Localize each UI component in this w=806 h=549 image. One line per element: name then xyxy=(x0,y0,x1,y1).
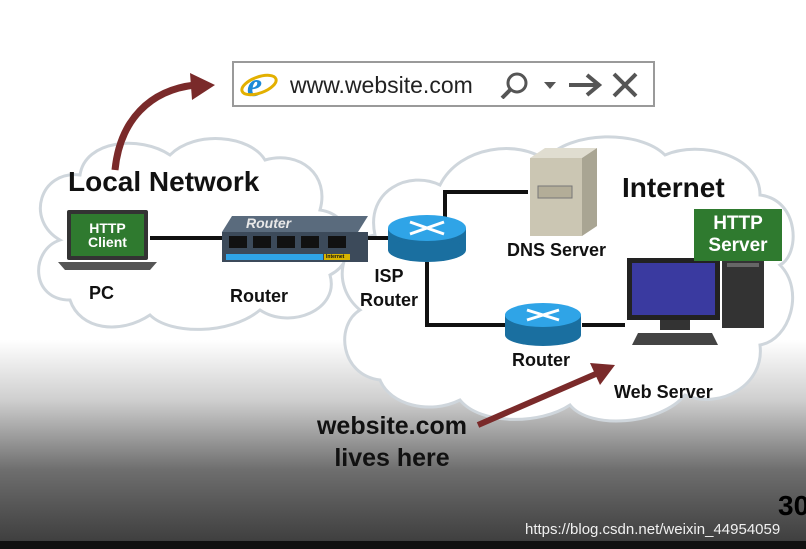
internet-router-icon xyxy=(505,303,581,346)
dns-server-icon xyxy=(530,148,597,236)
web-server-http-tag: HTTP Server xyxy=(694,209,782,261)
svg-text:e: e xyxy=(247,68,262,102)
router-device-text: Router xyxy=(246,215,292,231)
arrow-head-address-bar xyxy=(190,73,215,100)
page-number: 30 xyxy=(778,490,806,521)
link-isp-dns xyxy=(443,190,528,225)
arrow-to-address-bar xyxy=(111,81,196,171)
go-arrow-icon[interactable] xyxy=(569,73,603,97)
link-isp-router xyxy=(425,262,505,327)
local-network-title: Local Network xyxy=(68,166,260,197)
url-text: www.website.com xyxy=(290,72,473,98)
caption-line-1: website.com xyxy=(316,412,468,440)
ie-logo-icon: e xyxy=(240,68,278,102)
caption: website.com lives here xyxy=(292,410,492,474)
isp-router-icon xyxy=(388,215,466,262)
web-server-label: Web Server xyxy=(614,382,713,402)
router-internet-port-label: Internet xyxy=(326,254,345,260)
isp-router-label: ISP Router xyxy=(360,266,418,310)
web-server-icon xyxy=(627,258,764,345)
watermark: https://blog.csdn.net/weixin_44954059 xyxy=(525,521,781,538)
internet-router-label: Router xyxy=(512,350,570,370)
pc-http-client-tag: HTTP Client xyxy=(75,219,140,251)
arrow-to-web-server xyxy=(476,370,600,428)
pc-label: PC xyxy=(89,283,115,303)
arrow-head-web-server xyxy=(590,363,615,385)
close-icon[interactable] xyxy=(612,72,638,98)
local-router-switch-icon xyxy=(222,216,368,262)
chevron-down-icon[interactable] xyxy=(544,82,556,89)
internet-cloud xyxy=(340,135,795,423)
search-icon[interactable] xyxy=(500,72,528,99)
bottom-bar xyxy=(0,541,806,549)
browser-address-bar[interactable]: e www.website.com xyxy=(232,61,655,107)
dns-server-label: DNS Server xyxy=(507,240,607,260)
address-bar-controls xyxy=(500,72,638,99)
caption-line-2: lives here xyxy=(334,444,450,472)
local-network-cloud xyxy=(37,137,352,331)
internet-title: Internet xyxy=(622,172,725,203)
local-router-label: Router xyxy=(230,286,288,306)
